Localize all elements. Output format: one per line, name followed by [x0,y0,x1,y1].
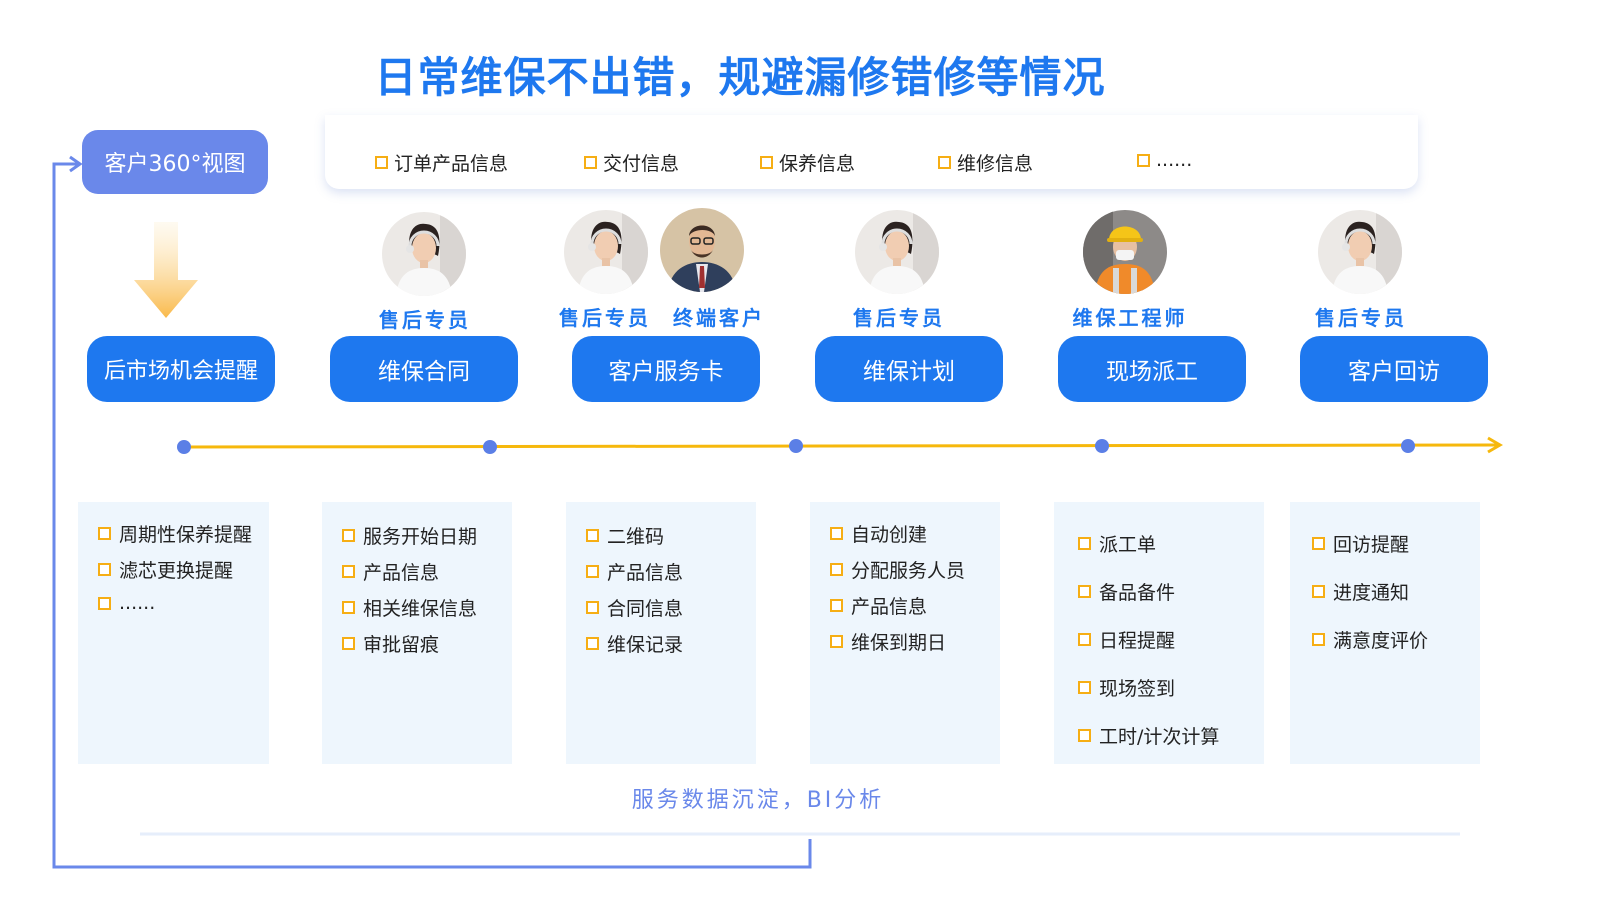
checkbox-icon [938,156,951,169]
customer-info-strip [325,115,1418,189]
role-label-after-sales: 售后专员 [853,306,945,330]
stage-customer-service-card: 客户服务卡 [572,336,760,402]
timeline-dot [1401,439,1415,453]
checkbox-icon [342,637,355,650]
list-item: 进度通知 [1312,578,1409,605]
checkbox-icon [98,596,111,610]
checkbox-icon [586,637,599,650]
checkbox-icon [1078,633,1091,646]
role-label-after-sales: 售后专员 [559,306,651,330]
list-item: 满意度评价 [1312,626,1428,653]
info-item-delivery: 交付信息 [584,149,679,176]
stage-customer-revisit: 客户回访 [1300,336,1488,402]
checkbox-icon [584,156,597,169]
checkbox-icon [375,156,388,169]
list-item: 合同信息 [586,594,683,621]
checkbox-icon [830,563,843,576]
list-item: 工时/计次计算 [1078,722,1219,749]
info-item-maintenance: 保养信息 [760,149,855,176]
role-label-after-sales: 售后专员 [1315,306,1407,330]
list-item: 服务开始日期 [342,522,477,549]
checkbox-icon [1078,537,1091,550]
stage-aftermarket-reminder: 后市场机会提醒 [87,336,275,402]
panel-aftermarket [78,502,269,764]
list-item: 二维码 [586,522,664,549]
list-item: 日程提醒 [1078,626,1175,653]
list-item: 回访提醒 [1312,530,1409,557]
list-item: ...... [98,592,155,614]
info-item-order: 订单产品信息 [375,149,508,176]
page-title: 日常维保不出错，规避漏修错修等情况 [374,53,1106,102]
checkbox-icon [342,601,355,614]
list-item: 审批留痕 [342,630,439,657]
checkbox-icon [98,527,111,540]
role-label-engineer: 维保工程师 [1072,306,1188,330]
list-item: 自动创建 [830,520,927,547]
list-item: 滤芯更换提醒 [98,556,233,583]
list-item: 分配服务人员 [830,556,965,583]
checkbox-icon [830,599,843,612]
stage-maintenance-plan: 维保计划 [815,336,1003,402]
checkbox-icon [586,601,599,614]
checkbox-icon [586,529,599,542]
checkbox-icon [1312,537,1325,550]
info-item-repair: 维修信息 [938,149,1033,176]
list-item: 现场签到 [1078,674,1175,701]
checkbox-icon [342,529,355,542]
timeline-dot [1095,439,1109,453]
panel-contract [322,502,512,764]
customer-360-view-box: 客户360°视图 [82,130,268,194]
list-item: 备品备件 [1078,578,1175,605]
checkbox-icon [1078,729,1091,742]
footer-caption: 服务数据沉淀，BI分析 [631,788,885,813]
list-item: 维保到期日 [830,628,946,655]
timeline-dot [483,440,497,454]
panel-service-card [566,502,756,764]
list-item: 维保记录 [586,630,683,657]
timeline-dot [789,439,803,453]
stage-field-dispatch: 现场派工 [1058,336,1246,402]
checkbox-icon [1312,585,1325,598]
list-item: 周期性保养提醒 [98,520,252,547]
checkbox-icon [98,563,111,576]
list-item: 派工单 [1078,530,1156,557]
checkbox-icon [1312,633,1325,646]
down-arrow-icon [134,222,198,318]
timeline-dot [177,440,191,454]
list-item: 相关维保信息 [342,594,477,621]
checkbox-icon [830,635,843,648]
info-item-more: ...... [1137,149,1192,171]
checkbox-icon [830,527,843,540]
checkbox-icon [760,156,773,169]
checkbox-icon [1078,681,1091,694]
checkbox-icon [1137,153,1150,167]
checkbox-icon [586,565,599,578]
role-label-end-customer: 终端客户 [673,306,765,330]
list-item: 产品信息 [342,558,439,585]
role-label-after-sales: 售后专员 [379,308,471,332]
stage-maintenance-contract: 维保合同 [330,336,518,402]
panel-maintenance-plan [810,502,1000,764]
list-item: 产品信息 [586,558,683,585]
list-item: 产品信息 [830,592,927,619]
checkbox-icon [342,565,355,578]
checkbox-icon [1078,585,1091,598]
